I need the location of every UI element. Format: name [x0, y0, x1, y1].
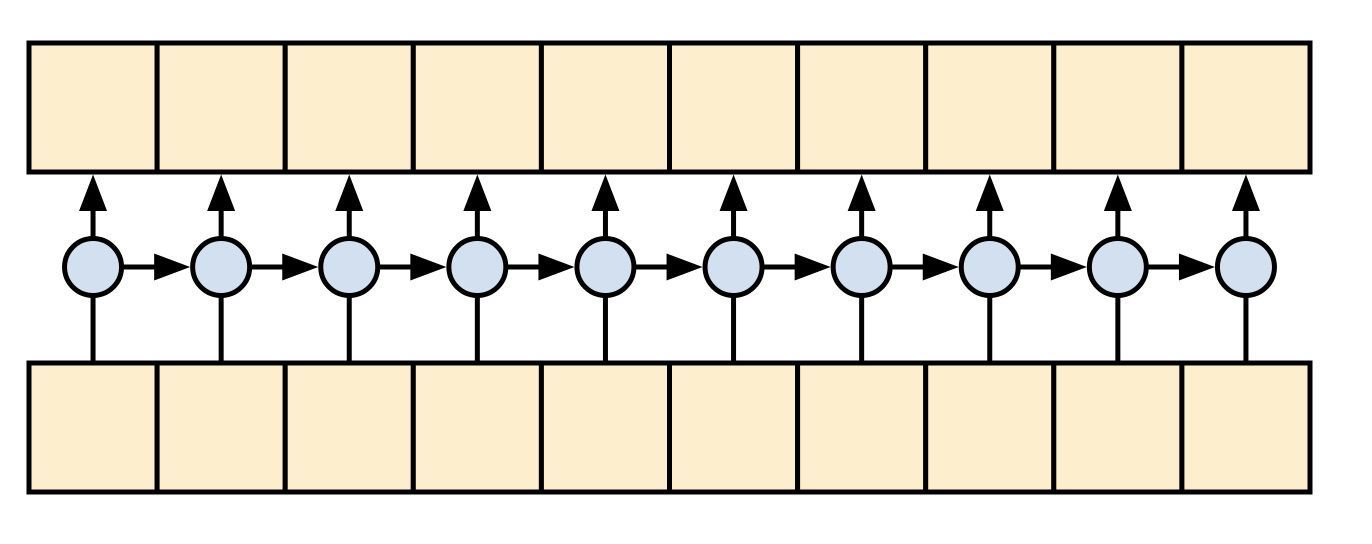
right-arrowhead-icon [154, 253, 191, 281]
state-node [958, 236, 1021, 298]
state-node [446, 236, 509, 298]
up-arrowhead-icon [463, 174, 492, 211]
input-cell [667, 360, 801, 495]
up-arrowhead-icon [975, 174, 1004, 211]
output-cell [538, 40, 673, 175]
state-node [830, 236, 893, 298]
up-arrowhead-icon [79, 174, 108, 211]
state-node [702, 236, 765, 298]
up-arrowhead-icon [1231, 174, 1260, 211]
up-arrowhead-icon [207, 174, 236, 211]
up-arrowhead-icon [335, 174, 364, 211]
input-cell [1179, 360, 1313, 495]
input-cell [154, 360, 288, 495]
right-arrowhead-icon [538, 253, 575, 281]
input-cell [282, 360, 416, 495]
output-cell [410, 40, 544, 175]
up-arrowhead-icon [847, 174, 876, 211]
output-cell [282, 40, 416, 175]
right-arrowhead-icon [282, 253, 319, 281]
input-cell [923, 360, 1057, 495]
state-node [1086, 236, 1149, 298]
right-arrowhead-icon [922, 253, 959, 281]
output-cell [1051, 40, 1185, 175]
input-cell [795, 360, 929, 495]
output-cell [26, 40, 160, 175]
right-arrowhead-icon [666, 253, 703, 281]
input-cell [538, 360, 673, 495]
output-cell [1179, 40, 1313, 175]
input-cell [26, 360, 160, 495]
output-cell [923, 40, 1057, 175]
state-node [190, 236, 253, 298]
output-cell [154, 40, 288, 175]
up-arrowhead-icon [591, 174, 620, 211]
input-cell [1051, 360, 1185, 495]
right-arrowhead-icon [410, 253, 447, 281]
state-node [574, 236, 637, 298]
right-arrowhead-icon [794, 253, 831, 281]
right-arrowhead-icon [1178, 253, 1215, 281]
output-cell [795, 40, 929, 175]
input-cell [410, 360, 544, 495]
state-node [318, 236, 381, 298]
right-arrowhead-icon [1050, 253, 1087, 281]
output-cell [667, 40, 801, 175]
up-arrowhead-icon [719, 174, 748, 211]
state-node [1214, 236, 1277, 298]
up-arrowhead-icon [1103, 174, 1132, 211]
state-node [62, 236, 125, 298]
